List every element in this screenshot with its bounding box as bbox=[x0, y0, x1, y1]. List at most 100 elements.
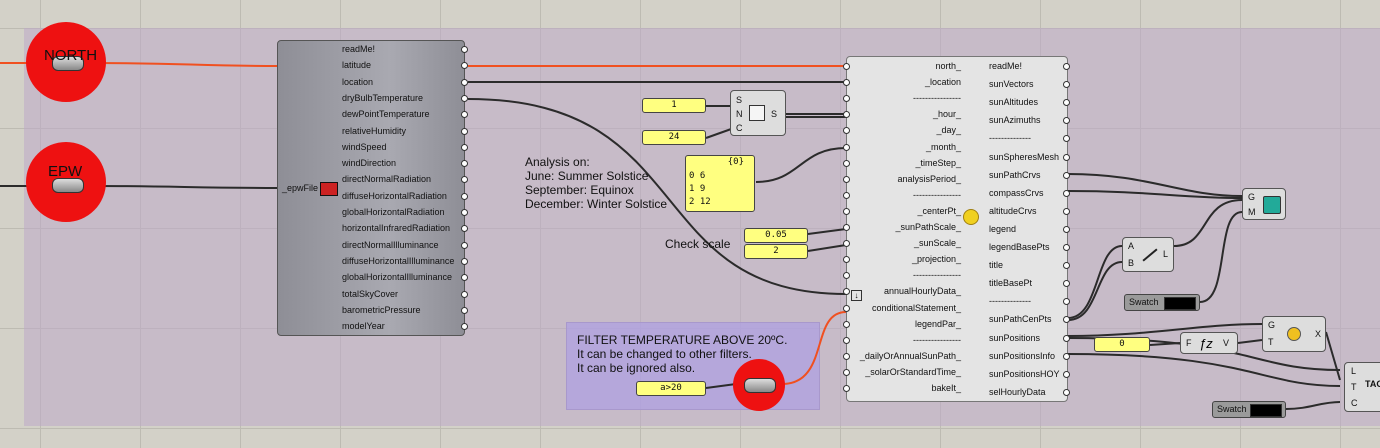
sunpath-output-port[interactable] bbox=[1063, 298, 1070, 306]
epw-output-label[interactable]: totalSkyCover bbox=[342, 288, 399, 299]
epw-output-port[interactable] bbox=[461, 209, 468, 216]
move-component[interactable]: G T X bbox=[1262, 316, 1326, 352]
epw-output-port[interactable] bbox=[461, 111, 468, 119]
sunpath-input-label[interactable]: analysisPeriod_ bbox=[897, 173, 961, 184]
filter-param-knob[interactable] bbox=[744, 378, 776, 393]
epw-output-label[interactable]: dryBulbTemperature bbox=[342, 92, 424, 103]
sunpath-input-port[interactable] bbox=[843, 175, 850, 183]
sunpath-output-port[interactable] bbox=[1063, 262, 1070, 270]
sunpath-input-port[interactable] bbox=[843, 385, 850, 392]
epw-output-label[interactable]: location bbox=[342, 76, 374, 87]
sunpath-output-label[interactable]: sunPathCenPts bbox=[989, 314, 1052, 325]
expr-port-v[interactable]: V bbox=[1223, 338, 1230, 348]
sunpath-output-label[interactable]: sunPositionsInfo bbox=[989, 350, 1056, 361]
sunpath-output-port[interactable] bbox=[1063, 153, 1070, 161]
sunpath-output-port[interactable] bbox=[1063, 388, 1070, 396]
epw-output-port[interactable] bbox=[461, 78, 468, 86]
series-port-n[interactable]: N bbox=[736, 109, 743, 119]
sunpath-output-port[interactable] bbox=[1063, 370, 1070, 378]
sunpath-input-port[interactable] bbox=[843, 159, 850, 167]
series-start-panel[interactable]: 1 bbox=[642, 98, 706, 113]
epw-output-port[interactable] bbox=[461, 143, 468, 151]
epw-output-port[interactable] bbox=[461, 176, 468, 184]
sunpath-input-label[interactable]: _sunScale_ bbox=[913, 238, 961, 249]
sunpath-output-port[interactable] bbox=[1063, 117, 1070, 125]
sunpath-output-label[interactable]: sunAltitudes bbox=[989, 97, 1039, 108]
sunpath-output-port[interactable] bbox=[1063, 63, 1070, 70]
sunpath-input-port[interactable] bbox=[843, 304, 850, 312]
epw-output-label[interactable]: latitude bbox=[342, 60, 372, 71]
sunpath-input-label[interactable]: _month_ bbox=[925, 141, 961, 152]
sunpath-input-port[interactable] bbox=[843, 95, 850, 103]
expression-component[interactable]: F V ƒz bbox=[1180, 332, 1238, 354]
epw-output-port[interactable] bbox=[461, 241, 468, 249]
epw-output-label[interactable]: diffuseHorizontalRadiation bbox=[342, 190, 447, 201]
sunpath-input-port[interactable] bbox=[843, 352, 850, 360]
sunpath-input-label[interactable]: _day_ bbox=[936, 125, 961, 136]
sunpath-input-port[interactable] bbox=[843, 368, 850, 376]
sunpath-output-port[interactable] bbox=[1063, 334, 1070, 342]
sunpath-input-label[interactable]: conditionalStatement_ bbox=[871, 302, 961, 313]
sunpath-input-port[interactable] bbox=[843, 207, 850, 215]
sunpath-input-label[interactable]: ---------------- bbox=[913, 334, 961, 345]
series-component[interactable]: S N C S bbox=[730, 90, 786, 136]
epw-output-port[interactable] bbox=[461, 274, 468, 282]
sunpath-output-label[interactable]: altitudeCrvs bbox=[989, 205, 1037, 216]
epw-output-port[interactable] bbox=[461, 46, 468, 53]
zero-panel[interactable]: 0 bbox=[1094, 337, 1150, 352]
sunpath-input-label[interactable]: _dailyOrAnnualSunPath_ bbox=[859, 350, 961, 361]
epw-file-knob[interactable] bbox=[52, 178, 84, 193]
line-port-a[interactable]: A bbox=[1128, 241, 1135, 251]
epw-output-label[interactable]: windSpeed bbox=[342, 141, 387, 152]
preview-port-g[interactable]: G bbox=[1248, 192, 1256, 202]
sunpath-output-port[interactable] bbox=[1063, 99, 1070, 107]
epw-output-label[interactable]: windDirection bbox=[342, 158, 397, 169]
sunpath-input-port[interactable] bbox=[843, 224, 850, 231]
sunpath-output-label[interactable]: selHourlyData bbox=[989, 386, 1046, 397]
epw-output-label[interactable]: dewPointTemperature bbox=[342, 109, 430, 120]
sunpath-output-label[interactable]: sunVectors bbox=[989, 79, 1034, 90]
sunpath-output-port[interactable] bbox=[1063, 171, 1070, 179]
sunpath-output-label[interactable]: compassCrvs bbox=[989, 187, 1044, 198]
sunpath-output-port[interactable] bbox=[1063, 81, 1070, 89]
series-port-c[interactable]: C bbox=[736, 123, 743, 133]
tag-port-t[interactable]: T bbox=[1351, 382, 1357, 392]
sunpath-input-label[interactable]: ---------------- bbox=[913, 93, 961, 104]
epw-output-port[interactable] bbox=[461, 192, 468, 200]
sunpath-input-port[interactable] bbox=[843, 288, 850, 296]
sunpath-input-label[interactable]: north_ bbox=[935, 61, 961, 71]
epw-output-port[interactable] bbox=[461, 323, 468, 331]
sunpath-input-port[interactable] bbox=[843, 336, 850, 344]
sunpath-output-label[interactable]: sunPathCrvs bbox=[989, 169, 1041, 180]
epw-output-port[interactable] bbox=[461, 62, 468, 70]
scale-panel-b[interactable]: 2 bbox=[744, 244, 808, 259]
sunpath-input-port[interactable] bbox=[843, 79, 850, 87]
epw-output-label[interactable]: barometricPressure bbox=[342, 304, 421, 315]
line-port-l[interactable]: L bbox=[1163, 249, 1169, 259]
sunpath-input-label[interactable]: _location bbox=[924, 77, 961, 88]
epw-output-port[interactable] bbox=[461, 225, 468, 233]
sunpath-input-label[interactable]: legendPar_ bbox=[914, 318, 961, 329]
sunpath-input-label[interactable]: ---------------- bbox=[913, 270, 961, 281]
sunpath-input-label[interactable]: _sunPathScale_ bbox=[895, 222, 961, 232]
sunpath-input-label[interactable]: _centerPt_ bbox=[917, 205, 961, 216]
sunpath-input-label[interactable]: _timeStep_ bbox=[915, 157, 961, 168]
tag-component[interactable]: L T C TAG bbox=[1344, 362, 1380, 412]
epw-output-label[interactable]: diffuseHorizontalIlluminance bbox=[342, 255, 455, 266]
sunpath-input-label[interactable]: _hour_ bbox=[932, 109, 961, 120]
epw-output-port[interactable] bbox=[461, 94, 468, 102]
series-out-s[interactable]: S bbox=[771, 109, 778, 119]
sunpath-input-port[interactable] bbox=[843, 111, 850, 119]
epw-output-label[interactable]: relativeHumidity bbox=[342, 125, 407, 136]
sunpath-output-port[interactable] bbox=[1063, 352, 1070, 360]
epw-output-port[interactable] bbox=[461, 306, 468, 314]
sunpath-output-port[interactable] bbox=[1063, 225, 1070, 233]
sunpath-input-label[interactable]: _solarOrStandardTime_ bbox=[865, 366, 961, 377]
sunpath-input-port[interactable] bbox=[843, 320, 850, 328]
swatch-2[interactable]: Swatch bbox=[1212, 401, 1286, 418]
sunpath-output-label[interactable]: legend bbox=[989, 223, 1017, 234]
sunpath-output-port[interactable] bbox=[1063, 207, 1070, 215]
epw-output-port[interactable] bbox=[461, 127, 468, 135]
expr-port-f[interactable]: F bbox=[1186, 338, 1192, 348]
